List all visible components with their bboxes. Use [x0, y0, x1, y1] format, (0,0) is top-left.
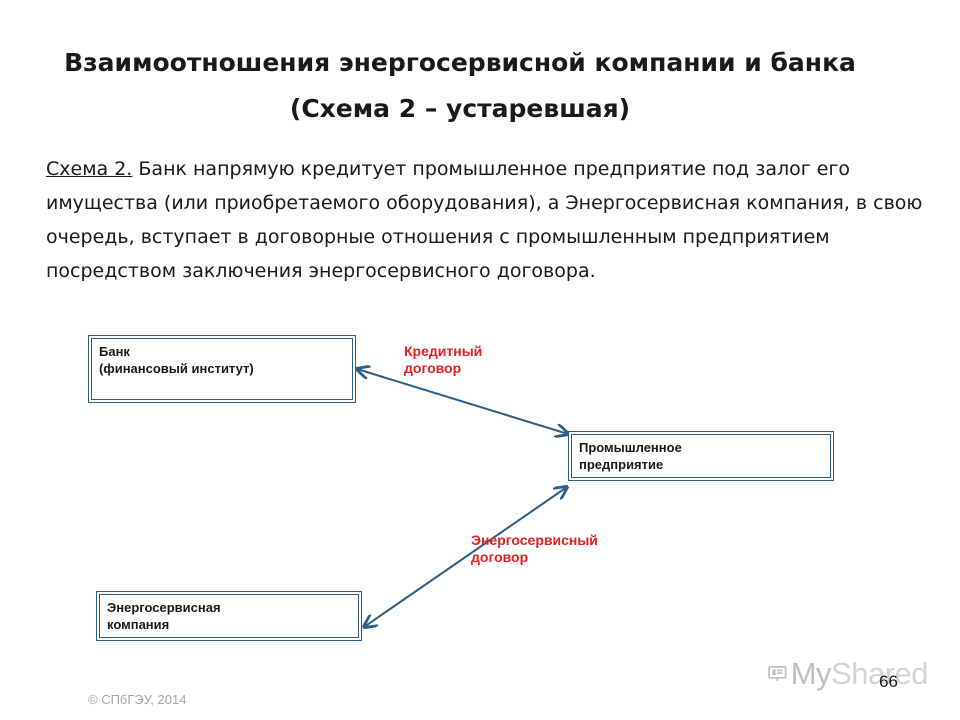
- credit-contract-label-line1: Кредитный: [404, 343, 483, 359]
- watermark-text-a: My: [790, 656, 832, 691]
- bank-box-line1: Банк: [99, 344, 130, 359]
- projector-screen-icon: [768, 666, 787, 682]
- esco-box: Энергосервисная компания: [96, 591, 362, 641]
- slide-description: Схема 2. Банк напрямую кредитует промышл…: [46, 152, 926, 288]
- watermark-logo: MyShared: [768, 656, 928, 692]
- credit-contract-label: Кредитный договор: [404, 343, 482, 377]
- scheme-text: Банк напрямую кредитует промышленное пре…: [46, 158, 923, 282]
- enterprise-box-line2: предприятие: [579, 457, 664, 472]
- esco-box-line1: Энергосервисная: [107, 600, 221, 615]
- copyright-footer: © СПбГЭУ, 2014: [88, 692, 187, 707]
- energy-contract-label: Энергосервисный договор: [471, 532, 598, 566]
- scheme-label: Схема 2.: [46, 158, 133, 180]
- enterprise-box: Промышленное предприятие: [568, 431, 834, 481]
- energy-contract-arrow: [364, 487, 567, 627]
- enterprise-box-line1: Промышленное: [579, 440, 682, 455]
- slide-title: Взаимоотношения энергосервисной компании…: [0, 40, 920, 132]
- slide-title-line1: Взаимоотношения энергосервисной компании…: [64, 48, 856, 77]
- credit-contract-arrow: [357, 369, 568, 434]
- bank-box-line2: (финансовый институт): [99, 361, 254, 376]
- esco-box-line2: компания: [107, 617, 170, 632]
- slide-title-line2: (Схема 2 – устаревшая): [289, 94, 631, 123]
- energy-contract-label-line2: договор: [471, 549, 529, 565]
- page-number: 66: [879, 672, 898, 691]
- energy-contract-label-line1: Энергосервисный: [471, 532, 598, 548]
- credit-contract-label-line2: договор: [404, 360, 462, 376]
- watermark-text-b: Shared: [831, 656, 928, 691]
- bank-box: Банк (финансовый институт): [88, 335, 356, 403]
